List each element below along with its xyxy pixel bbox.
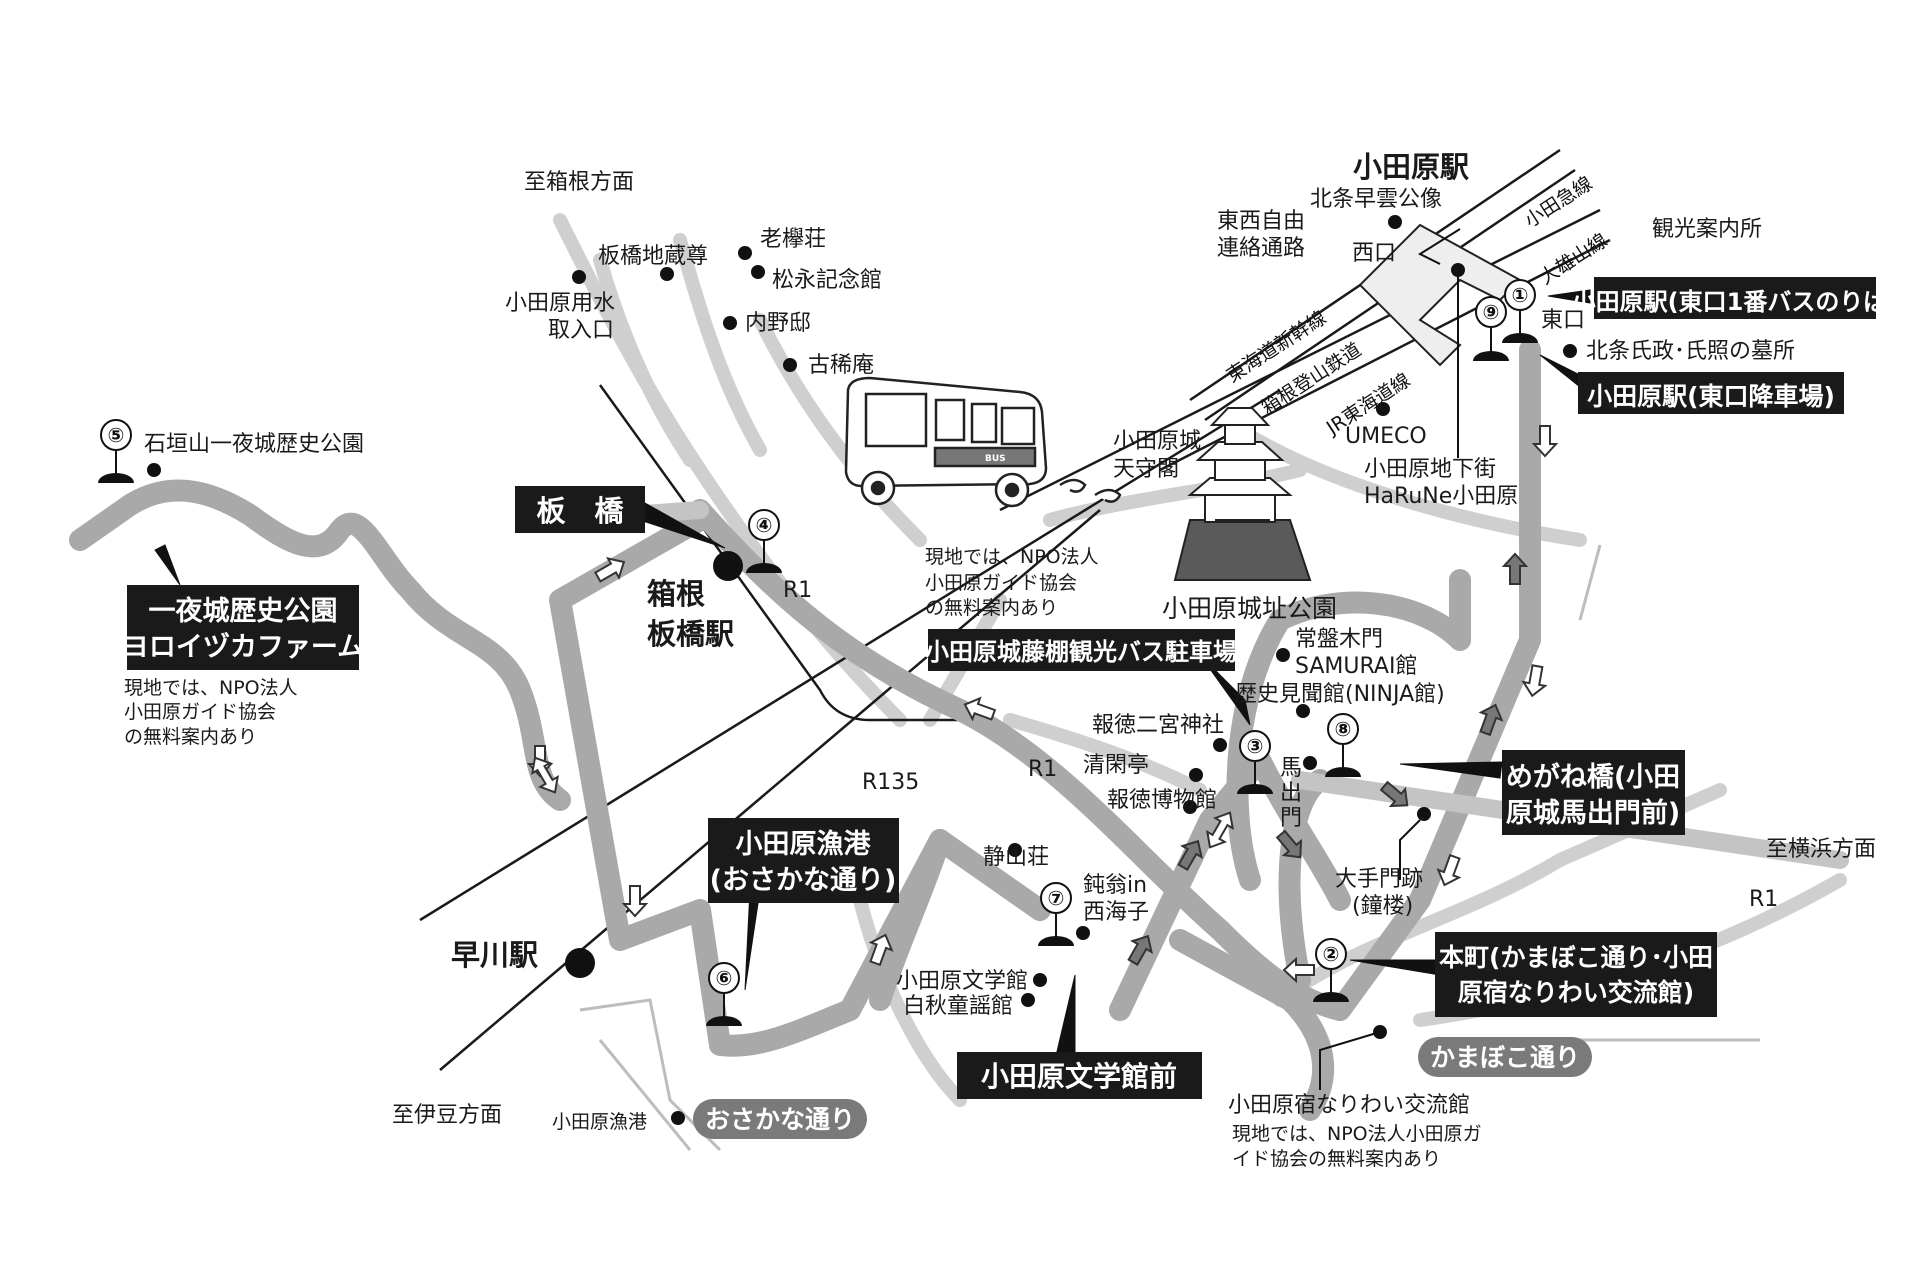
- npo-note-ichiyajo-3: の無料案内あり: [124, 726, 257, 748]
- npo-note-nariwai-2: イド協会の無料案内あり: [1232, 1148, 1441, 1170]
- osakana-street-label: おさかな通り: [705, 1105, 855, 1134]
- kamaboko-street-label: かまぼこ通り: [1430, 1043, 1580, 1072]
- callout-honcho-2: 原宿なりわい交流館): [1458, 978, 1694, 1007]
- callout-fujidana-bus-parking: 小田原城藤棚観光バス駐車場: [925, 638, 1237, 666]
- callout-pointers: [154, 289, 1601, 1066]
- literature-museum-label: 小田原文学館: [896, 969, 1028, 994]
- callout-meganebashi-1: めがね橋(小田: [1506, 761, 1680, 793]
- r1-label-center: R1: [1028, 757, 1057, 782]
- tokiwagi-gate-label: 常盤木門: [1295, 627, 1383, 652]
- callout-honcho-1: 本町(かまぼこ通り･小田: [1439, 943, 1713, 972]
- donou-label-1: 鈍翁in: [1083, 873, 1147, 898]
- npo-note-castle-2: 小田原ガイド協会: [925, 572, 1077, 594]
- callout-odawara-east-drop-off: 小田原駅(東口降車場): [1587, 382, 1835, 411]
- haru-underground-label-2: HaRuNe小田原: [1364, 484, 1518, 509]
- umadashi-gate-label-3: 門: [1280, 806, 1302, 831]
- hotoku-shrine-label: 報徳二宮神社: [1092, 713, 1224, 738]
- callout-odawara-east1-bus-stop: 小田原駅(東口1番バスのりば): [1572, 288, 1899, 316]
- itabashi-jizo-label: 板橋地蔵尊: [598, 244, 708, 269]
- callout-fishing-port-2: (おさかな通り): [710, 865, 897, 896]
- callout-boxes: [127, 277, 1876, 1099]
- castle-park-label: 小田原城址公園: [1162, 594, 1337, 623]
- umeco-label: UMECO: [1345, 424, 1427, 449]
- haru-underground-label-1: 小田原地下街: [1364, 457, 1496, 482]
- bus-route: [69, 339, 1541, 1121]
- nariwai-hall-label: 小田原宿なりわい交流館: [1228, 1093, 1470, 1118]
- castle-keep-label-1: 小田原城: [1113, 429, 1201, 454]
- callout-ichiyajo-2: (ヨロイヅカファーム): [110, 631, 377, 663]
- bus-stop-1: ①: [1512, 283, 1529, 307]
- callout-itabashi: 板 橋: [536, 494, 624, 528]
- kamaboko-street-pill: [1418, 1037, 1592, 1077]
- two-way-arrows: [530, 756, 1235, 849]
- npo-note-castle-1: 現地では、NPO法人: [925, 546, 1099, 568]
- hakone-itabashi-station-label-2: 板橋駅: [647, 617, 734, 651]
- callout-literature-museum: 小田原文学館前: [981, 1060, 1177, 1093]
- seizanso-label: 静山荘: [983, 845, 1049, 870]
- r1-label-east: R1: [1749, 887, 1778, 912]
- odawara-station-label: 小田原駅: [1353, 150, 1469, 184]
- castle-keep-label-2: 天守閣: [1113, 457, 1179, 482]
- tozai-passage-label-2: 連絡通路: [1217, 236, 1305, 261]
- hojo-soun-statue-label: 北条早雲公像: [1310, 187, 1442, 212]
- bus-stop-5: ⑤: [108, 423, 125, 447]
- bus-stop-8: ⑧: [1335, 717, 1352, 741]
- hayakawa-station-dot: [565, 948, 595, 978]
- odawara-station-building: [1358, 223, 1522, 367]
- callout-fishing-port-1: 小田原漁港: [736, 829, 872, 860]
- npo-note-ichiyajo-1: 現地では、NPO法人: [124, 677, 298, 699]
- ote-gate-label-2: (鐘楼): [1352, 894, 1413, 919]
- osakana-street-pill: [693, 1099, 867, 1139]
- bus-stop-4: ④: [756, 513, 773, 537]
- samurai-hall-label: SAMURAI館: [1295, 654, 1417, 679]
- fishing-port-place-label: 小田原漁港: [552, 1111, 647, 1133]
- to-izu-label: 至伊豆方面: [392, 1103, 502, 1128]
- ninja-hall-label: 歴史見聞館(NINJA館): [1235, 682, 1445, 707]
- hayakawa-station-label: 早川駅: [451, 938, 538, 972]
- donou-label-2: 西海子: [1083, 900, 1149, 925]
- hakone-itabashi-station-label-1: 箱根: [647, 577, 705, 611]
- umadashi-gate-label-2: 出: [1280, 781, 1302, 806]
- hojo-grave-label: 北条氏政･氏照の墓所: [1586, 339, 1795, 364]
- to-hakone-label: 至箱根方面: [524, 170, 634, 195]
- npo-note-nariwai-1: 現地では、NPO法人小田原ガ: [1232, 1123, 1482, 1145]
- ishigakiyama-label: 石垣山一夜城歴史公園: [144, 432, 364, 457]
- uchino-residence-label: 内野邸: [745, 311, 811, 336]
- east-exit-label: 東口: [1541, 308, 1585, 333]
- bus-stop-9: ⑨: [1483, 300, 1500, 324]
- bus-stop-2: ②: [1323, 942, 1340, 966]
- r135-label: R135: [862, 770, 919, 795]
- npo-note-ichiyajo-2: 小田原ガイド協会: [124, 701, 276, 723]
- hakushu-museum-label: 白秋童謡館: [903, 994, 1013, 1019]
- matsunaga-museum-label: 松永記念館: [772, 268, 882, 293]
- r1-label-itabashi: R1: [783, 578, 812, 603]
- leader-lines: [1319, 228, 1461, 1090]
- tozai-passage-label-1: 東西自由: [1217, 209, 1305, 234]
- bus-stop-markers: ① ⑨ ④ ⑤ ③ ⑧ ⑦ ② ⑥: [98, 279, 1538, 1026]
- callout-meganebashi-2: 原城馬出門前): [1506, 797, 1680, 829]
- umadashi-gate-label-1: 馬: [1280, 756, 1302, 781]
- west-exit-label: 西口: [1352, 241, 1396, 266]
- direction-arrows-dark: [1127, 552, 1529, 966]
- bus-stop-7: ⑦: [1048, 886, 1065, 910]
- to-yokohama-label: 至横浜方面: [1766, 837, 1876, 862]
- ote-gate-label-1: 大手門跡: [1335, 867, 1423, 892]
- npo-note-castle-3: の無料案内あり: [925, 597, 1058, 619]
- water-intake-label-2: 取入口: [548, 318, 614, 343]
- bus-plate-label: BUS: [985, 454, 1006, 464]
- kokian-label: 古稀庵: [808, 353, 874, 378]
- seikantei-label: 清閑亭: [1083, 753, 1149, 778]
- callout-ichiyajo-1: 一夜城歴史公園: [149, 595, 338, 627]
- bus-stop-6: ⑥: [716, 966, 733, 990]
- hotoku-museum-label: 報徳博物館: [1107, 788, 1217, 813]
- bus-stop-3: ③: [1247, 734, 1264, 758]
- odawara-castle-illustration: [1173, 407, 1312, 581]
- hakone-itabashi-station-dot: [713, 551, 743, 581]
- bus-illustration: [844, 376, 1122, 508]
- tourist-info-label: 観光案内所: [1652, 217, 1762, 242]
- rokyo-so-label: 老欅荘: [760, 227, 826, 252]
- water-intake-label-1: 小田原用水: [505, 291, 615, 316]
